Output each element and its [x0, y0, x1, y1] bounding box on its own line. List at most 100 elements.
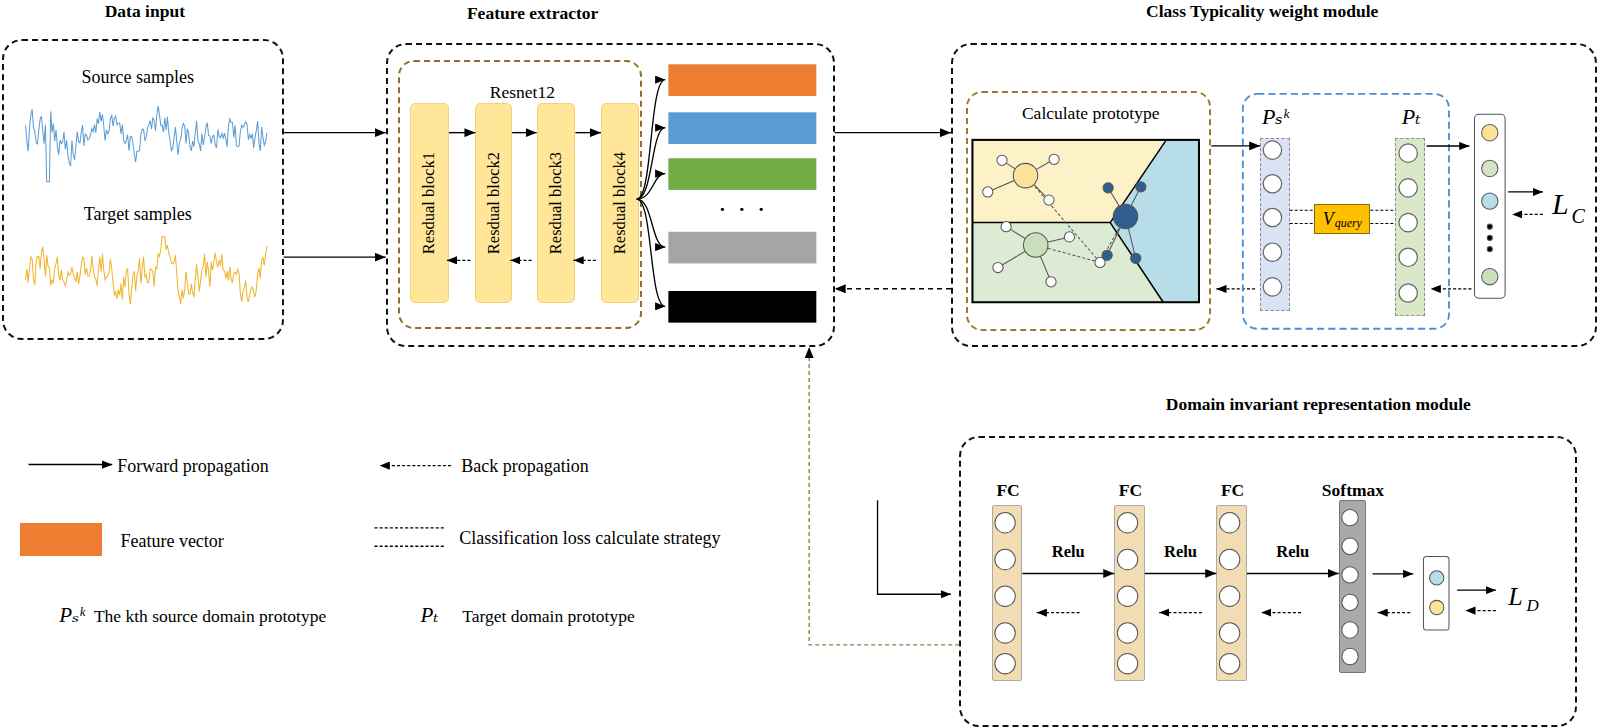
output-column — [1482, 193, 1498, 209]
node-text: query — [1335, 217, 1362, 229]
voronoi-illustration — [983, 154, 1146, 287]
neuron — [1342, 538, 1358, 554]
feature-vector — [668, 64, 816, 96]
neuron — [1263, 141, 1417, 302]
forward-arrow — [1508, 191, 1543, 192]
voronoi-illustration — [1103, 183, 1113, 193]
label-text: C — [1571, 206, 1584, 226]
node-text: Softmax — [1322, 482, 1384, 500]
connector — [1211, 145, 1260, 146]
feature-vector — [740, 208, 743, 211]
voronoi-illustration — [1036, 245, 1051, 282]
label-text: L — [1552, 189, 1569, 219]
voronoi-illustration — [1036, 237, 1070, 245]
voronoi-illustration — [1026, 159, 1055, 175]
output-column — [1474, 114, 1505, 298]
back-arrow — [1512, 214, 1543, 215]
connector — [1290, 210, 1315, 223]
legend-sample — [29, 464, 113, 465]
legend-sample — [380, 465, 451, 466]
neuron — [1219, 513, 1239, 533]
voronoi-illustration — [1108, 188, 1125, 217]
label-text: Source samples — [82, 68, 194, 86]
domain-output — [1423, 556, 1449, 630]
neuron — [1342, 567, 1358, 583]
node-text: Pₛᵏ — [1262, 106, 1289, 128]
domain-output — [1430, 571, 1444, 585]
connector-line — [512, 132, 537, 133]
label-text: Target samples — [84, 205, 192, 223]
connector-line — [449, 132, 476, 133]
label-text: Target domain prototype — [462, 609, 634, 627]
connector — [449, 132, 476, 133]
neuron — [995, 653, 1015, 673]
neuron — [1399, 179, 1417, 197]
voronoi-illustration — [1044, 195, 1054, 205]
back-arrow — [447, 214, 1543, 612]
fan-arrow — [637, 80, 666, 199]
node-text: FC — [996, 482, 1019, 500]
voronoi-illustration — [1026, 176, 1100, 263]
neuron — [1117, 653, 1137, 673]
residual-block: Resdual block2 — [475, 103, 512, 303]
voronoi-illustration — [1064, 232, 1074, 242]
neuron — [1219, 623, 1239, 643]
residual-block: Resdual block3 — [537, 103, 576, 303]
node-text: FC — [1119, 482, 1142, 500]
connector — [1022, 573, 1114, 574]
voronoi-illustration — [1110, 140, 1166, 223]
feature-vector — [721, 208, 724, 211]
connector — [835, 132, 951, 133]
neuron — [1342, 509, 1358, 525]
legend-sample — [29, 465, 451, 547]
neuron — [1342, 594, 1358, 610]
connector — [284, 257, 386, 258]
neuron — [1219, 586, 1239, 606]
neuron — [1117, 513, 1137, 533]
neuron — [1342, 622, 1358, 638]
connector — [1370, 210, 1395, 223]
node-text: Resdual block2 — [486, 152, 503, 254]
voronoi-illustration — [1001, 222, 1011, 232]
legend-text: Forward propagation — [117, 457, 268, 475]
voronoi-illustration — [972, 140, 1166, 302]
voronoi-illustration — [993, 262, 1003, 272]
voronoi-illustration — [972, 140, 1199, 302]
neuron — [1219, 653, 1239, 673]
connector — [1145, 573, 1216, 574]
prototype-box: Calculate prototype — [966, 91, 1211, 331]
connector — [284, 132, 386, 133]
back-arrow — [447, 260, 470, 261]
neuron — [1117, 586, 1137, 606]
waveform — [26, 237, 267, 305]
label-text: Pₜ — [420, 605, 438, 626]
edge-label: Relu — [1052, 544, 1085, 561]
voronoi-illustration — [1006, 227, 1036, 245]
connector-line — [835, 288, 951, 289]
residual-block: Resdual block4 — [601, 103, 639, 303]
node-text: FC — [1221, 482, 1244, 500]
connector-line — [1290, 223, 1315, 224]
voronoi-illustration — [1107, 216, 1125, 255]
voronoi-illustration — [1100, 216, 1126, 262]
prototype-column: Pₛᵏ — [1260, 138, 1290, 311]
voronoi-illustration — [972, 140, 1199, 302]
output-column — [1482, 160, 1498, 176]
voronoi-illustration — [1036, 245, 1100, 262]
feature-vector — [668, 291, 816, 323]
fc-layer: FC — [992, 505, 1023, 681]
module-box: Domain invariant representation moduleFC… — [959, 436, 1576, 727]
connector-line — [1290, 210, 1315, 211]
connector-line — [1247, 573, 1339, 574]
label-text: L — [1508, 584, 1522, 610]
back-arrow — [1261, 612, 1301, 613]
module-box: Feature extractorResnet12Resdual block1R… — [386, 43, 835, 347]
waveform — [26, 106, 267, 304]
neuron — [1399, 248, 1417, 266]
fan-arrow — [637, 199, 666, 306]
voronoi-illustration — [972, 222, 1110, 224]
voronoi-illustration — [1126, 216, 1136, 258]
back-arrow — [1431, 288, 1472, 289]
